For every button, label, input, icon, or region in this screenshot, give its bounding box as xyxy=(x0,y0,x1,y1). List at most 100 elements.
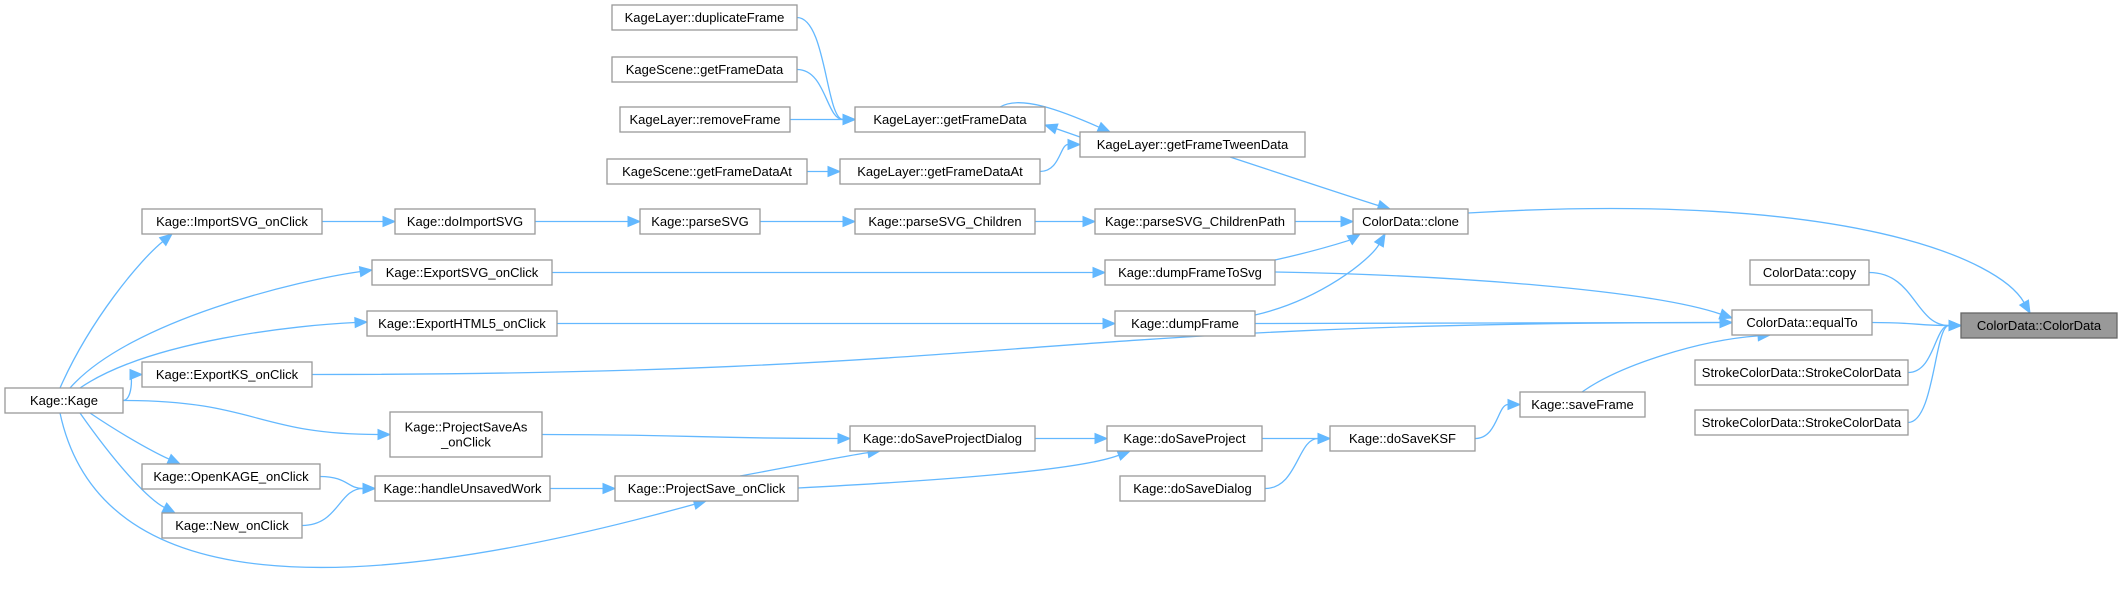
node-box[interactable] xyxy=(161,512,303,539)
node-box[interactable] xyxy=(611,56,798,83)
node-box[interactable] xyxy=(1119,475,1266,502)
node-kagelayer-removeframe[interactable]: KageLayer::removeFrame xyxy=(619,106,791,133)
edge-kage_projectsaveas_onclick-to-kage_dosaveprojectdialog xyxy=(541,433,839,440)
node-kage-parsesvg-children[interactable]: Kage::parseSVG_Children xyxy=(854,208,1036,235)
node-box[interactable] xyxy=(1114,310,1256,337)
edge-kage_kage-to-kage_openkage_onclick xyxy=(89,412,170,460)
node-colordata-clone[interactable]: ColorData::clone xyxy=(1352,208,1469,235)
arrowhead-kagelayer_getframedata-to-kagelayer_getframetweendata xyxy=(1096,121,1112,133)
node-kagelayer-duplicateframe[interactable]: KageLayer::duplicateFrame xyxy=(611,4,798,31)
node-kage-parsesvg[interactable]: Kage::parseSVG xyxy=(639,208,761,235)
edge-kage_kage-to-kage_exportsvg_onclick xyxy=(69,271,361,389)
node-kage-projectsave-onclick[interactable]: Kage::ProjectSave_onClick xyxy=(614,475,799,502)
arrowhead-kage_kage-to-kage_projectsaveas_onclick xyxy=(377,428,392,441)
node-box[interactable] xyxy=(1519,391,1646,418)
node-label: Kage::dumpFrameToSvg xyxy=(1118,265,1262,280)
node-colordata-equalto[interactable]: ColorData::equalTo xyxy=(1731,309,1873,336)
arrowhead-kage_dosaveprojectdialog-to-kage_dosaveproject xyxy=(1094,432,1109,445)
arrowhead-kage_kage-to-kage_importsvg_onclick xyxy=(158,233,174,247)
node-kage-new-onclick[interactable]: Kage::New_onClick xyxy=(161,512,303,539)
edge-kage_dumpframetosvg-to-colordata_clone xyxy=(1274,239,1351,261)
node-box[interactable] xyxy=(619,106,791,133)
edge-strokecolordata_2-to-colordata_colordata xyxy=(1907,324,1950,424)
node-kagelayer-getframedataat[interactable]: KageLayer::getFrameDataAt xyxy=(839,158,1041,185)
node-kage-doimportsvg[interactable]: Kage::doImportSVG xyxy=(394,208,536,235)
node-kage-saveframe[interactable]: Kage::saveFrame xyxy=(1519,391,1646,418)
node-box[interactable] xyxy=(1749,259,1870,286)
node-box[interactable] xyxy=(839,158,1041,185)
node-box[interactable] xyxy=(854,208,1036,235)
node-kage-openkage-onclick[interactable]: Kage::OpenKAGE_onClick xyxy=(141,463,321,490)
edge-kage_dumpframe-to-colordata_clone xyxy=(1254,244,1380,316)
node-kage-exportsvg-onclick[interactable]: Kage::ExportSVG_onClick xyxy=(371,259,553,286)
node-label: StrokeColorData::StrokeColorData xyxy=(1702,365,1902,380)
arrowhead-kage_handleunsavedwork-to-kage_projectsave_onclick xyxy=(602,482,617,495)
node-kage-dosavedialog[interactable]: Kage::doSaveDialog xyxy=(1119,475,1266,502)
node-kagescene-getframedata[interactable]: KageScene::getFrameData xyxy=(611,56,798,83)
node-kage-exportks-onclick[interactable]: Kage::ExportKS_onClick xyxy=(141,361,313,388)
node-label: KageLayer::getFrameTweenData xyxy=(1097,137,1289,152)
node-box[interactable] xyxy=(141,361,313,388)
node-box[interactable] xyxy=(1731,309,1873,336)
edge-kagelayer_duplicateframe-to-kagelayer_getframedata xyxy=(796,16,844,121)
node-box[interactable] xyxy=(1106,425,1263,452)
node-kagelayer-getframedata[interactable]: KageLayer::getFrameData xyxy=(854,106,1046,133)
node-box[interactable] xyxy=(639,208,761,235)
node-box[interactable] xyxy=(141,208,323,235)
node-kage-exporthtml5-onclick[interactable]: Kage::ExportHTML5_onClick xyxy=(366,310,558,337)
node-box[interactable] xyxy=(614,475,799,502)
node-box[interactable] xyxy=(1079,131,1306,158)
node-box[interactable] xyxy=(1352,208,1469,235)
node-box[interactable] xyxy=(1960,312,2118,339)
node-label: Kage::Kage xyxy=(30,393,98,408)
node-label: Kage::parseSVG_ChildrenPath xyxy=(1105,214,1285,229)
node-label: Kage::dumpFrame xyxy=(1131,316,1239,331)
node-kage-dosaveproject[interactable]: Kage::doSaveProject xyxy=(1106,425,1263,452)
node-box[interactable] xyxy=(1104,259,1276,286)
node-label: Kage::ImportSVG_onClick xyxy=(156,214,308,229)
node-colordata-colordata[interactable]: ColorData::ColorData xyxy=(1960,312,2118,339)
node-box[interactable] xyxy=(1329,425,1476,452)
node-strokecolordata-2[interactable]: StrokeColorData::StrokeColorData xyxy=(1694,409,1909,436)
node-box[interactable] xyxy=(141,463,321,490)
node-box[interactable] xyxy=(854,106,1046,133)
node-kage-importsvg-onclick[interactable]: Kage::ImportSVG_onClick xyxy=(141,208,323,235)
node-box[interactable] xyxy=(849,425,1036,452)
node-box[interactable] xyxy=(611,4,798,31)
node-kage-parsesvg-childrenpath[interactable]: Kage::parseSVG_ChildrenPath xyxy=(1094,208,1296,235)
node-kage-dosaveksf[interactable]: Kage::doSaveKSF xyxy=(1329,425,1476,452)
node-label: Kage::ExportKS_onClick xyxy=(156,367,299,382)
node-colordata-copy[interactable]: ColorData::copy xyxy=(1749,259,1870,286)
node-label: KageLayer::removeFrame xyxy=(629,112,780,127)
node-box[interactable] xyxy=(371,259,553,286)
node-kage-dumpframetosvg[interactable]: Kage::dumpFrameToSvg xyxy=(1104,259,1276,286)
node-box[interactable] xyxy=(1694,409,1909,436)
edge-kagelayer_getframetweendata-to-colordata_clone xyxy=(1229,156,1379,207)
node-strokecolordata-1[interactable]: StrokeColorData::StrokeColorData xyxy=(1694,359,1909,386)
node-kage-dosaveprojectdialog[interactable]: Kage::doSaveProjectDialog xyxy=(849,425,1036,452)
arrowhead-kage_parsesvg_childrenpath-to-colordata_clone xyxy=(1340,215,1355,228)
node-box[interactable] xyxy=(4,387,124,414)
arrowhead-kage_kage-to-kage_exportsvg_onclick xyxy=(358,266,374,278)
node-box[interactable] xyxy=(374,475,551,502)
arrowhead-strokecolordata_2-to-colordata_colordata xyxy=(1948,319,1963,332)
node-kagelayer-getframetweendata[interactable]: KageLayer::getFrameTweenData xyxy=(1079,131,1306,158)
node-label: Kage::doImportSVG xyxy=(407,214,523,229)
arrowhead-kage_new_onclick-to-kage_handleunsavedwork xyxy=(362,482,377,495)
arrowhead-kage_dosavedialog-to-kage_dosaveksf xyxy=(1317,432,1332,445)
edge-kage_kage-to-kage_new_onclick xyxy=(79,412,165,509)
node-box[interactable] xyxy=(389,411,543,458)
node-kage-dumpframe[interactable]: Kage::dumpFrame xyxy=(1114,310,1256,337)
node-box[interactable] xyxy=(394,208,536,235)
node-kage-projectsaveas-onclick[interactable]: Kage::ProjectSaveAs_onClick xyxy=(389,411,543,458)
node-box[interactable] xyxy=(366,310,558,337)
node-kage-kage[interactable]: Kage::Kage xyxy=(4,387,124,414)
node-kagescene-getframedataat[interactable]: KageScene::getFrameDataAt xyxy=(606,158,808,185)
node-kage-handleunsavedwork[interactable]: Kage::handleUnsavedWork xyxy=(374,475,551,502)
node-box[interactable] xyxy=(1094,208,1296,235)
arrowhead-kage_doimportsvg-to-kage_parsesvg xyxy=(627,215,642,228)
node-box[interactable] xyxy=(606,158,808,185)
node-box[interactable] xyxy=(1694,359,1909,386)
arrowhead-kage_exportks_onclick-to-colordata_equalto xyxy=(1719,316,1734,329)
